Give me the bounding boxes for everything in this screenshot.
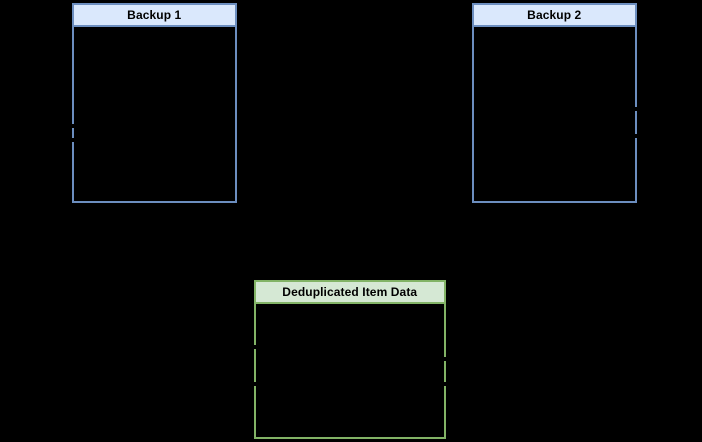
backup-1-title: Backup 1	[127, 7, 182, 22]
backup-1-body	[74, 27, 235, 201]
connector-gap	[70, 138, 78, 142]
connector-gap	[70, 123, 78, 128]
backup-1-title-bar: Backup 1	[74, 5, 235, 27]
deduplicated-item-data-title-bar: Deduplicated Item Data	[256, 282, 444, 304]
deduplicated-item-data-body	[256, 304, 444, 437]
deduplicated-item-data-title: Deduplicated Item Data	[282, 284, 418, 299]
connector-gap	[630, 106, 639, 111]
deduplicated-item-data-box: Deduplicated Item Data	[252, 280, 448, 439]
backup-1-box: Backup 1	[70, 3, 237, 203]
connector-gap	[630, 133, 639, 138]
backup-2-body	[474, 27, 635, 201]
connector-gap	[252, 381, 260, 386]
connector-gap	[439, 382, 448, 386]
connector-gap	[439, 357, 448, 361]
connector-gap	[252, 345, 260, 349]
backup-2-box: Backup 2	[472, 3, 639, 203]
backup-2-title-bar: Backup 2	[474, 5, 635, 27]
backup-2-title: Backup 2	[527, 7, 582, 22]
